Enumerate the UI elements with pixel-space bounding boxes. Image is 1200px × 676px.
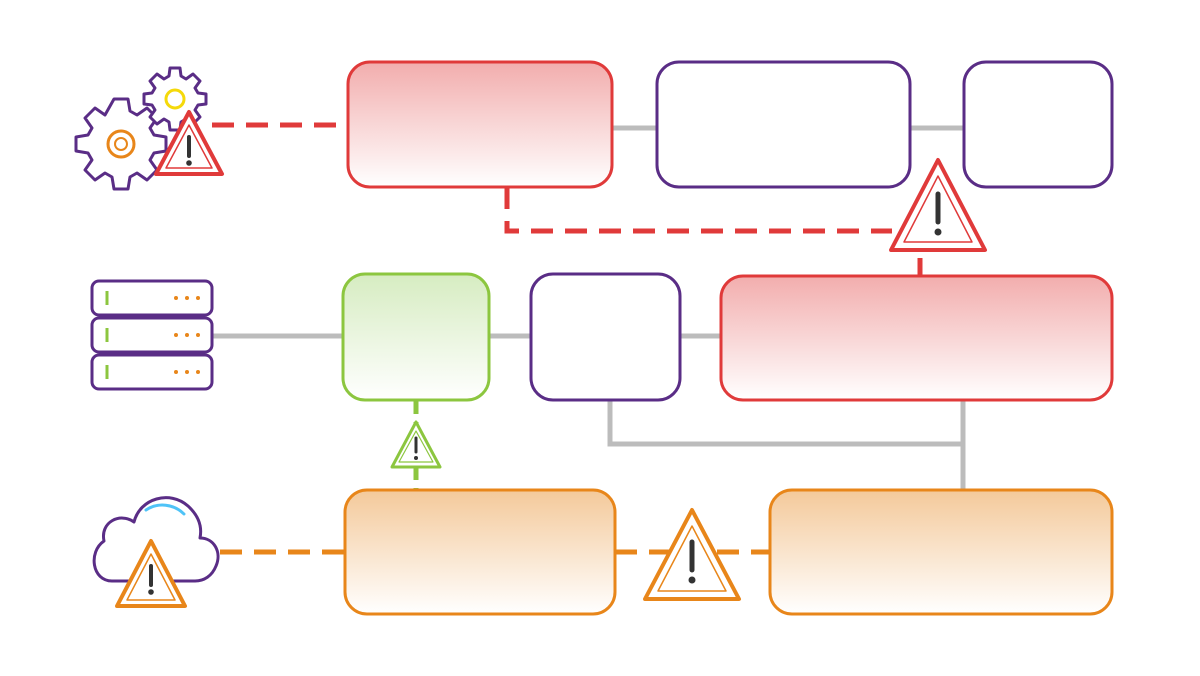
box-bot-1[interactable] [343, 488, 617, 616]
cloud-outline [92, 496, 220, 583]
box-mid-1[interactable] [341, 272, 491, 402]
server-stack-icon [90, 279, 214, 391]
box-mid-3[interactable] [719, 274, 1114, 402]
link-mid-2-bot-2 [607, 400, 963, 447]
box-top-1[interactable] [346, 60, 614, 189]
server-unit-1 [90, 279, 214, 317]
gear-small [142, 66, 208, 132]
gears-icon [74, 66, 208, 191]
alert-green-link[interactable] [390, 420, 442, 469]
cloud-signal-arc [144, 503, 186, 516]
link-top-1-alert [504, 187, 892, 234]
alert-gears[interactable] [154, 110, 224, 176]
box-top-3[interactable] [962, 60, 1114, 189]
alert-bottom-link[interactable] [643, 508, 741, 601]
boxes [341, 60, 1114, 616]
box-bot-2[interactable] [768, 488, 1114, 616]
box-mid-2[interactable] [529, 272, 682, 402]
server-unit-3 [90, 353, 214, 391]
server-unit-2 [90, 316, 214, 354]
alert-top-link[interactable] [889, 158, 987, 252]
cloud-icon [92, 496, 220, 583]
box-top-2[interactable] [655, 60, 912, 189]
alert-cloud[interactable] [115, 539, 187, 608]
